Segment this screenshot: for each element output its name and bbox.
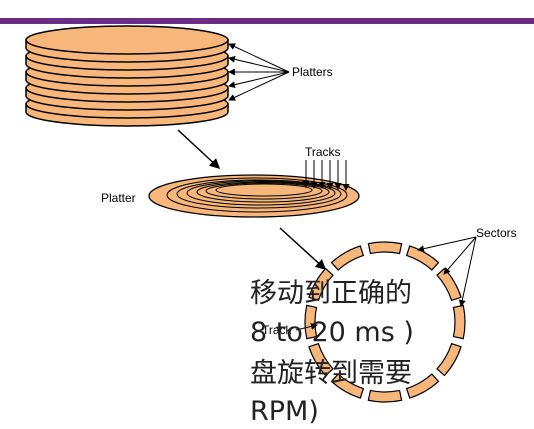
platter-disk	[25, 25, 229, 63]
sector-segment	[452, 304, 466, 340]
sector-segment	[367, 389, 403, 403]
platter-to-track-arrow	[279, 227, 327, 271]
stack-to-platter-arrow	[177, 129, 221, 170]
sectors-label: Sectors	[476, 226, 517, 240]
sector-segment	[330, 245, 365, 271]
platter-label: Platter	[101, 191, 136, 205]
sector-segment	[436, 267, 462, 302]
sector-segment	[405, 245, 440, 271]
platter-stack	[25, 25, 229, 127]
platters-pointer-arrows	[228, 43, 290, 101]
sector-segment	[330, 373, 365, 399]
tracks-label: Tracks	[305, 145, 341, 159]
tracks-pointer-arrows	[302, 160, 350, 191]
slide-text-line-1: 移动到正确的	[250, 278, 412, 309]
platter-with-tracks	[148, 174, 360, 218]
slide-text-line-2: 8 to 20 ms )	[250, 317, 414, 348]
platters-label: Platters	[292, 65, 333, 79]
slide-text-line-4: RPM)	[250, 396, 319, 427]
slide-text-line-3: 盘旋转到需要	[250, 358, 412, 389]
sector-segment	[367, 241, 403, 255]
sectors-pointer-arrows	[417, 236, 477, 307]
sector-segment	[308, 267, 334, 302]
sector-segment	[405, 373, 440, 399]
track-sector-ring	[304, 241, 466, 403]
track-label: Track	[262, 323, 292, 337]
track-pointer-arrow	[295, 322, 318, 331]
sector-segment	[308, 342, 334, 377]
title-accent-bar	[0, 18, 534, 24]
sector-segment	[436, 342, 462, 377]
